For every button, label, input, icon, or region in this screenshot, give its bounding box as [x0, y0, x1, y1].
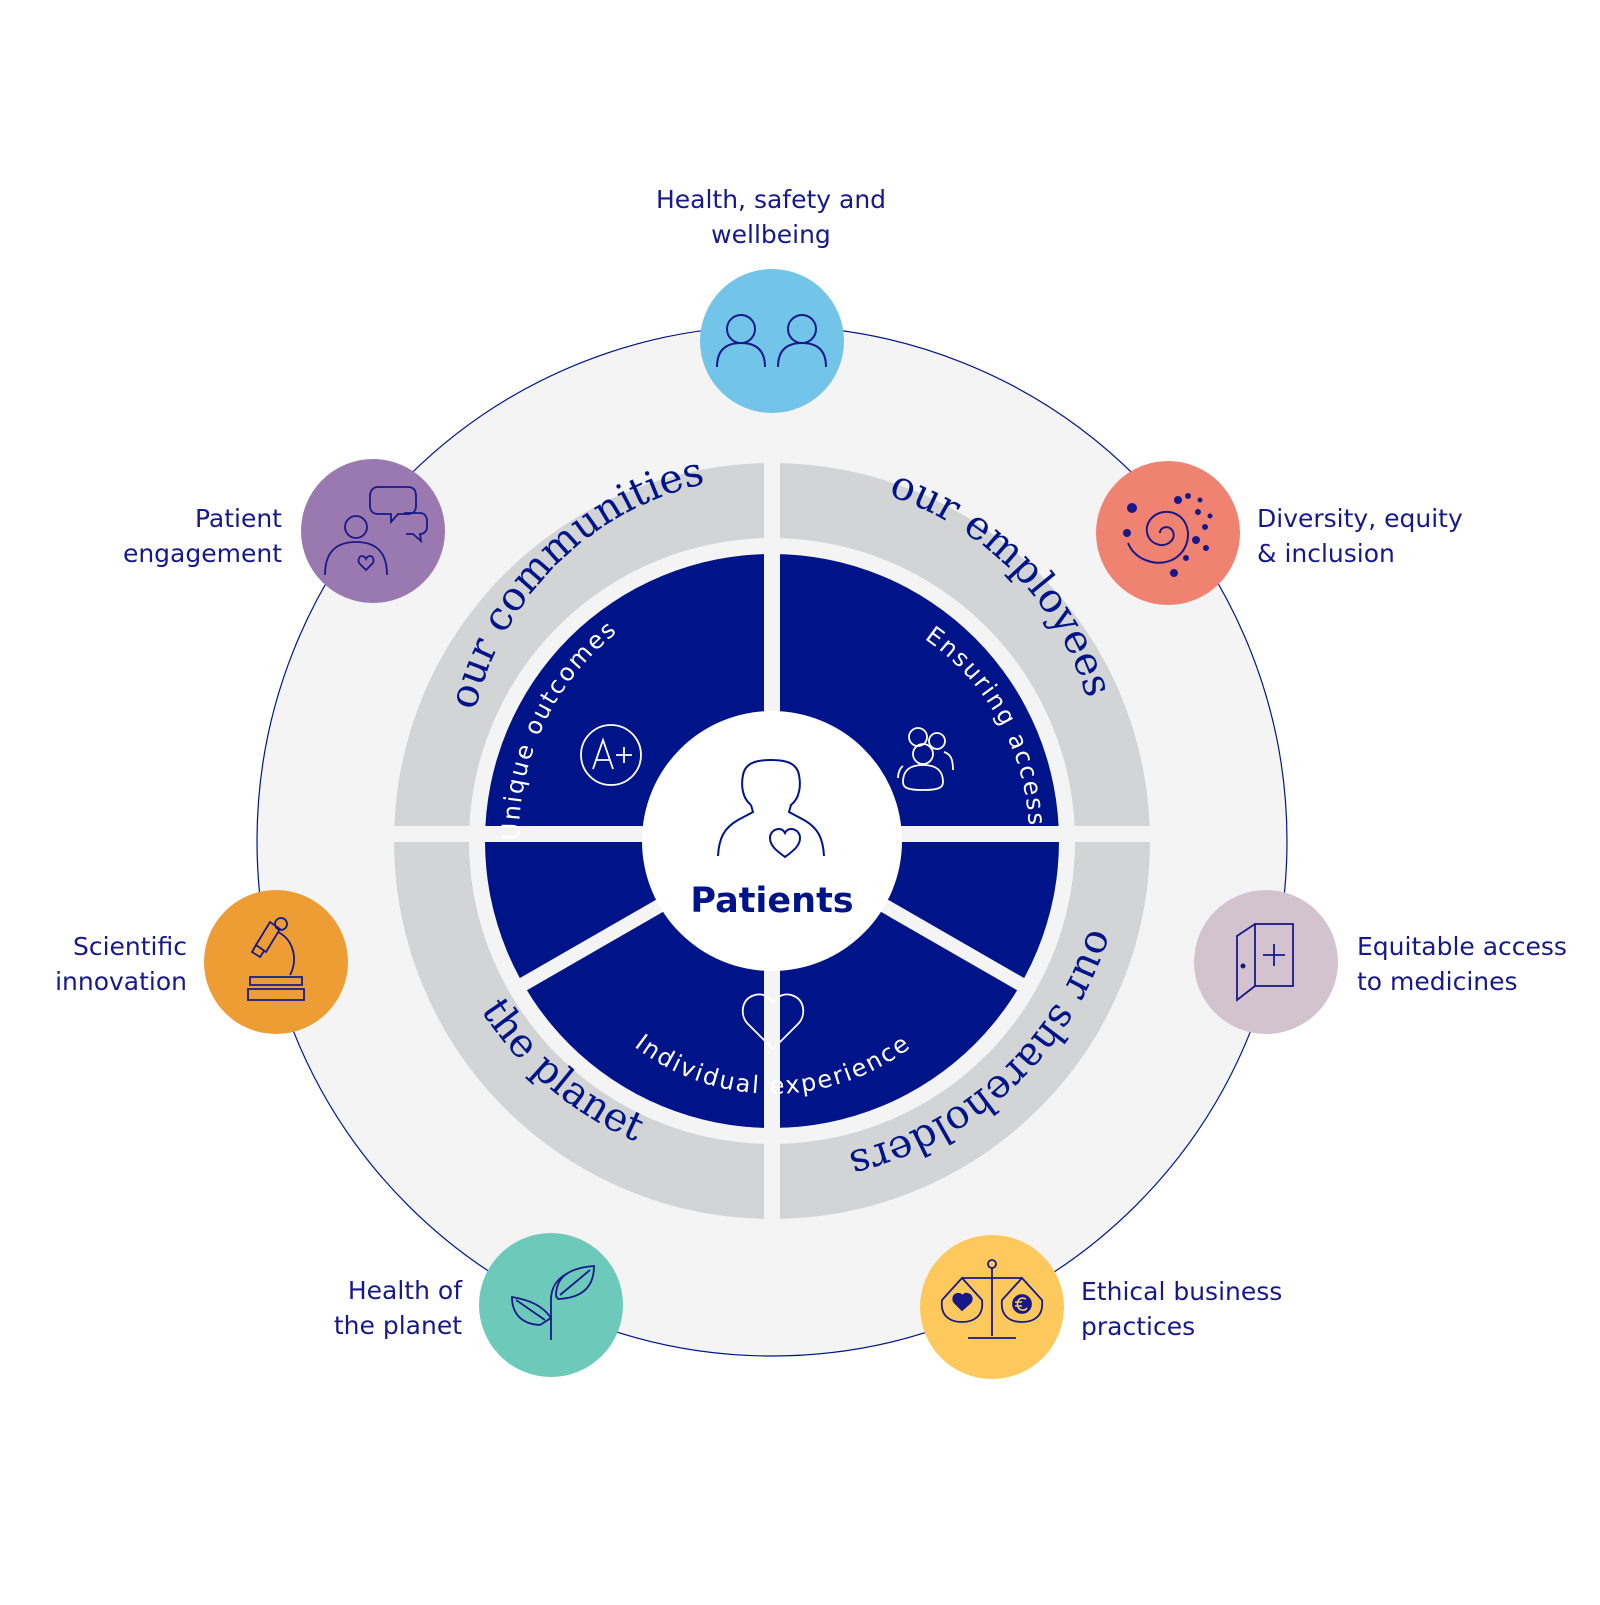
- label-line: Health of: [347, 1276, 462, 1305]
- inner-heart-icon: [741, 993, 805, 1051]
- label-line: engagement: [122, 539, 282, 568]
- speech-person-icon: [324, 486, 428, 576]
- patient-person-icon: [717, 758, 825, 859]
- scientific-circle: [204, 890, 348, 1034]
- planet-health-label: Health of the planet: [334, 1273, 462, 1343]
- health-safety-circle: [700, 269, 844, 413]
- people-group-icon: [897, 727, 954, 791]
- ethical-label: Ethical business practices: [1081, 1274, 1282, 1344]
- label-line: Equitable access: [1357, 932, 1567, 961]
- equitable-access-label: Equitable access to medicines: [1357, 929, 1567, 999]
- engagement-label: Patient engagement: [123, 501, 282, 571]
- diversity-badge: [1096, 461, 1240, 605]
- balance-scale-icon: [940, 1259, 1044, 1339]
- open-door-icon: [1236, 923, 1294, 1002]
- equitable-access-badge: [1194, 890, 1338, 1034]
- planet-health-badge: [479, 1233, 623, 1377]
- label-line: wellbeing: [711, 220, 831, 249]
- a-plus-icon: [580, 724, 642, 786]
- label-line: the planet: [333, 1311, 462, 1340]
- engagement-badge: [301, 459, 445, 603]
- label-line: practices: [1081, 1312, 1196, 1341]
- scientific-badge: [204, 890, 348, 1034]
- label-line: to medicines: [1357, 967, 1518, 996]
- label-line: Scientific: [72, 932, 187, 961]
- microscope-icon: [247, 917, 305, 1001]
- diversity-circle: [1096, 461, 1240, 605]
- equitable-access-circle: [1194, 890, 1338, 1034]
- label-line: innovation: [55, 967, 187, 996]
- scientific-label: Scientific innovation: [55, 929, 187, 999]
- center-label: Patients: [690, 881, 853, 921]
- label-line: Patient: [194, 504, 282, 533]
- health-safety-label: Health, safety and wellbeing: [651, 182, 891, 252]
- label-line: Diversity, equity: [1257, 504, 1463, 533]
- label-line: Health, safety and: [655, 185, 887, 214]
- diversity-label: Diversity, equity & inclusion: [1257, 501, 1463, 571]
- two-people-icon: [716, 314, 827, 368]
- health-safety-badge: [700, 269, 844, 413]
- sprout-icon: [511, 1265, 595, 1340]
- label-line: Ethical business: [1081, 1277, 1283, 1306]
- label-line: & inclusion: [1257, 539, 1395, 568]
- engagement-circle: [301, 459, 445, 603]
- spiral-dots-icon: [1123, 493, 1213, 577]
- center-circle: [642, 711, 902, 971]
- ethical-badge: [920, 1235, 1064, 1379]
